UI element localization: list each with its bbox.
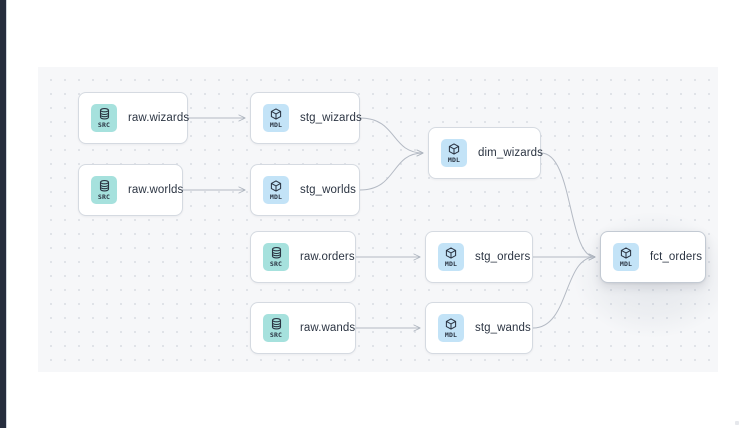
node-type-badge-label: MDL (619, 259, 633, 268)
lineage-edge-stg-wizards-to-dim-wizards (359, 117, 423, 153)
node-type-badge-src: SRC (263, 243, 289, 271)
lineage-node-raw-orders[interactable]: SRC raw.orders (250, 231, 356, 283)
node-type-badge-label: MDL (269, 192, 283, 201)
corner-resize-handle[interactable] (735, 421, 739, 425)
node-type-badge-mdl: MDL (441, 139, 467, 167)
node-type-badge-mdl: MDL (263, 104, 289, 132)
node-label: stg_wizards (300, 112, 362, 124)
cube-icon (445, 317, 457, 330)
node-type-badge-src: SRC (91, 104, 117, 132)
database-icon (99, 179, 109, 191)
node-type-badge-label: MDL (447, 155, 461, 164)
lineage-node-raw-wands[interactable]: SRC raw.wands (250, 302, 356, 354)
cube-icon (445, 246, 457, 259)
node-label: raw.wands (300, 322, 356, 334)
node-type-badge-mdl: MDL (438, 314, 464, 342)
node-label: stg_orders (475, 251, 531, 263)
node-type-badge-src: SRC (91, 176, 117, 204)
node-label: stg_worlds (300, 184, 356, 196)
cube-icon (620, 246, 632, 259)
node-label: raw.wizards (128, 112, 190, 124)
lineage-edge-dim-wizards-to-fct-orders (540, 152, 595, 257)
node-type-badge-label: SRC (269, 259, 283, 268)
lineage-node-raw-worlds[interactable]: SRC raw.worlds (78, 164, 183, 216)
cube-icon (270, 179, 282, 192)
database-icon (271, 246, 281, 258)
node-type-badge-label: SRC (269, 330, 283, 339)
lineage-node-stg-wands[interactable]: MDL stg_wands (425, 302, 533, 354)
node-label: fct_orders (650, 251, 703, 263)
node-type-badge-label: SRC (97, 120, 111, 129)
database-icon (99, 107, 109, 119)
database-icon (271, 317, 281, 329)
cube-icon (448, 142, 460, 155)
lineage-edge-stg-worlds-to-dim-wizards (359, 153, 423, 191)
node-type-badge-label: MDL (444, 259, 458, 268)
node-type-badge-label: SRC (97, 192, 111, 201)
cube-icon (270, 107, 282, 120)
node-type-badge-src: SRC (263, 314, 289, 342)
node-label: raw.worlds (128, 184, 184, 196)
lineage-node-dim-wizards[interactable]: MDL dim_wizards (428, 127, 544, 179)
lineage-node-stg-wizards[interactable]: MDL stg_wizards (250, 92, 362, 144)
lineage-node-stg-worlds[interactable]: MDL stg_worlds (250, 164, 360, 216)
node-type-badge-mdl: MDL (438, 243, 464, 271)
node-type-badge-mdl: MDL (263, 176, 289, 204)
node-label: dim_wizards (478, 147, 544, 159)
lineage-edge-stg-wands-to-fct-orders (532, 257, 595, 329)
node-type-badge-mdl: MDL (613, 243, 639, 271)
node-label: stg_wands (475, 322, 531, 334)
node-label: raw.orders (300, 251, 355, 263)
lineage-node-raw-wizards[interactable]: SRC raw.wizards (78, 92, 190, 144)
lineage-node-fct-orders[interactable]: MDL fct_orders (600, 231, 706, 283)
left-sidebar-rail (0, 0, 6, 428)
left-rail-divider (6, 0, 7, 428)
lineage-node-stg-orders[interactable]: MDL stg_orders (425, 231, 533, 283)
node-type-badge-label: MDL (269, 120, 283, 129)
node-type-badge-label: MDL (444, 330, 458, 339)
